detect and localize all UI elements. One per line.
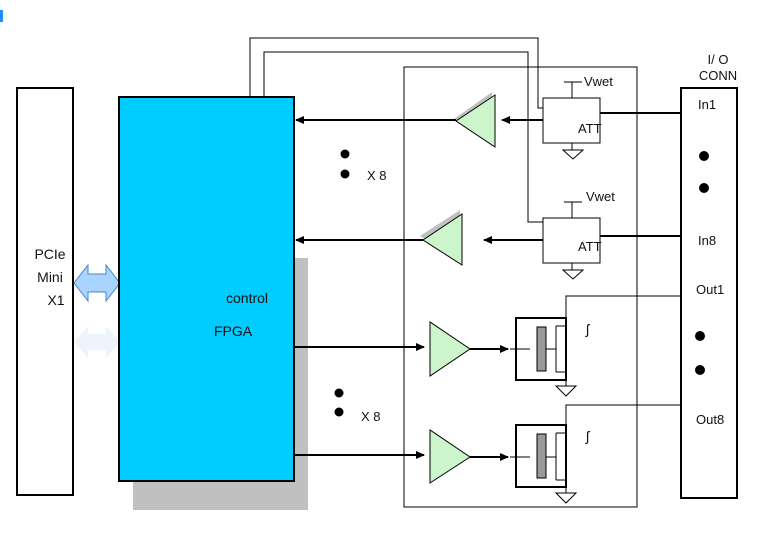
ground-icon <box>561 269 585 280</box>
input-multiplier-label: X 8 <box>367 168 387 183</box>
in8-label: In8 <box>698 233 716 248</box>
io-conn-label-line2: CONN <box>699 68 737 83</box>
vwet-label-1: Vwet <box>584 74 613 89</box>
ellipsis-dot <box>340 169 350 179</box>
connector-dot <box>695 365 705 375</box>
io-connector-box: I/ O CONN In1 In8 Out1 Out8 <box>680 52 738 499</box>
ground-icon <box>561 149 585 160</box>
pcie-mini-box: PCIe Mini X1 <box>16 87 74 496</box>
corner-mark <box>0 10 3 22</box>
output-channel-1: ʃ <box>294 295 681 397</box>
ellipsis-dot <box>334 388 344 398</box>
fpga-control-label: control <box>226 290 268 306</box>
pcie-label-line1: PCIe <box>34 246 65 262</box>
connector-dot <box>699 183 709 193</box>
att-block-1 <box>542 97 601 144</box>
ground-icon <box>554 385 578 397</box>
input-channel-8: ATT Vwet <box>295 189 681 280</box>
output-buffer-8 <box>429 429 471 484</box>
output-buffer-1 <box>429 321 471 377</box>
bidirectional-arrow-icon <box>73 263 121 303</box>
bidirectional-arrow-shadow-icon <box>74 326 120 358</box>
ground-icon <box>554 492 578 504</box>
output-multiplier-label: X 8 <box>361 409 381 424</box>
output-channel-8: ʃ <box>294 404 681 504</box>
fpga-block: control FPGA <box>118 96 308 510</box>
input-buffer-1 <box>455 94 496 148</box>
pcie-label-line2: Mini <box>37 269 63 285</box>
pcie-label-line3: X1 <box>47 292 64 308</box>
io-conn-label-line1: I/ O <box>708 52 729 67</box>
control-lines <box>249 37 543 223</box>
io-module-frame <box>403 66 638 508</box>
connector-dot <box>695 331 705 341</box>
pulse-icon-8: ʃ <box>585 428 591 444</box>
vwet-label-2: Vwet <box>586 189 615 204</box>
in1-label: In1 <box>698 97 716 112</box>
ellipsis-dot <box>340 149 350 159</box>
input-channel-1: ATT Vwet <box>295 74 681 160</box>
fpga-label: FPGA <box>214 323 253 339</box>
out8-label: Out8 <box>696 412 724 427</box>
ellipsis-dot <box>334 407 344 417</box>
out1-label: Out1 <box>696 282 724 297</box>
att-label-1: ATT <box>578 121 602 136</box>
relay-element-1 <box>536 326 547 372</box>
connector-dot <box>699 151 709 161</box>
relay-element-8 <box>536 433 547 479</box>
pulse-icon-1: ʃ <box>585 321 591 337</box>
att-label-2: ATT <box>578 239 602 254</box>
input-buffer-8 <box>422 213 463 266</box>
